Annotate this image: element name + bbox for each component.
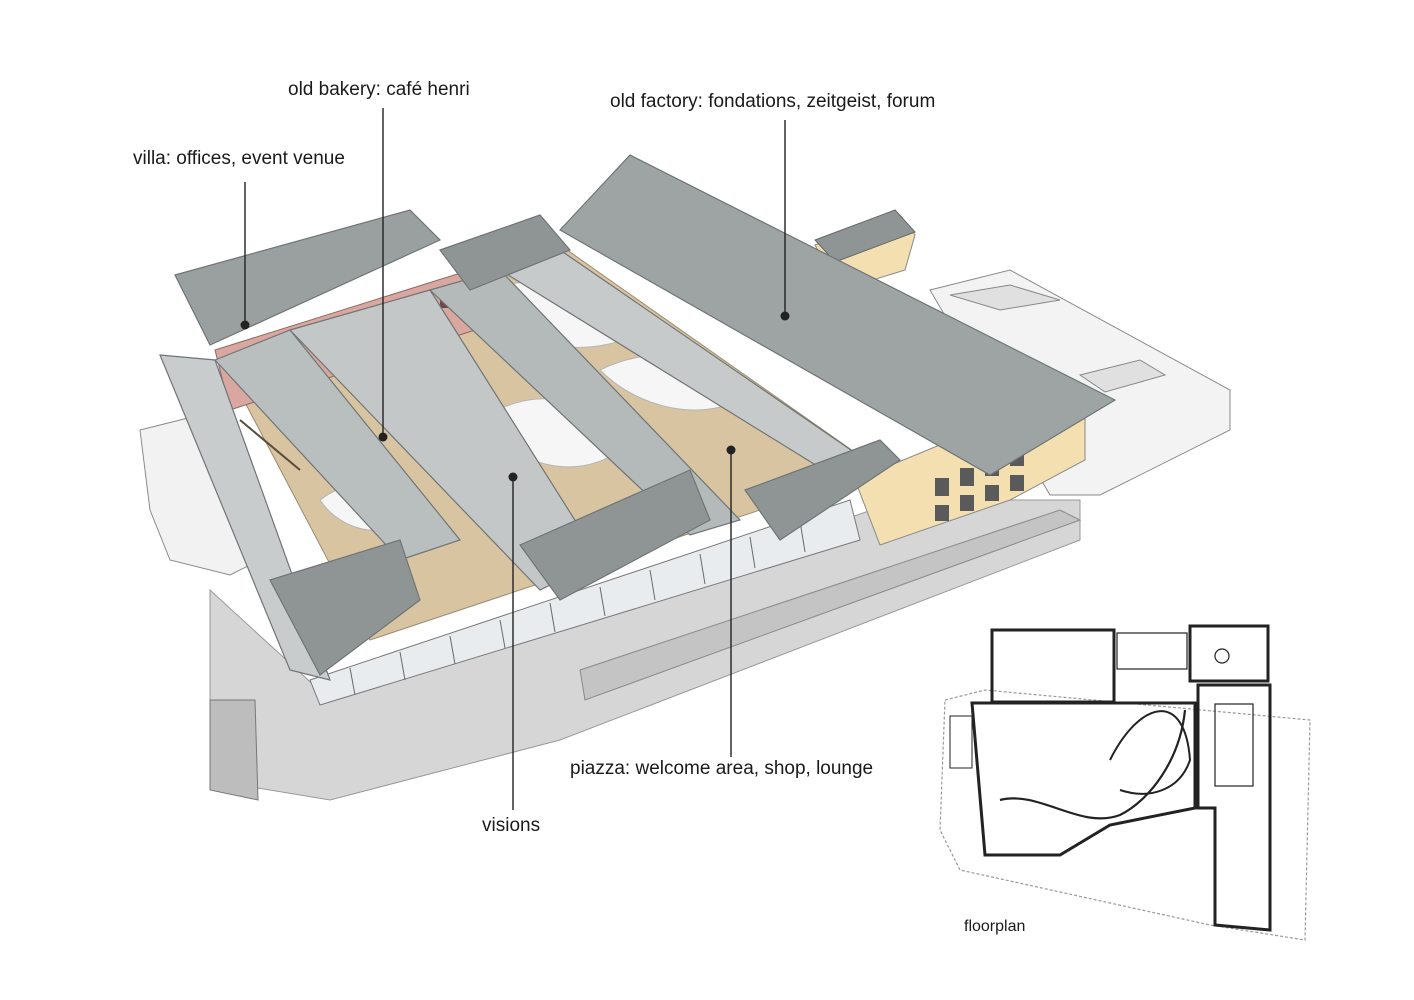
glass-facade — [309, 499, 861, 706]
factory-roof — [559, 154, 1117, 476]
floorplan-tower-block — [1188, 624, 1270, 683]
floorplan-left-stair — [949, 715, 973, 769]
roof-panel-2 — [213, 329, 462, 561]
steps — [579, 509, 1082, 701]
floorplan-round-feature — [1214, 648, 1230, 664]
label-visions: visions — [482, 815, 541, 836]
floorplan-piazza-curve-2 — [1109, 710, 1192, 795]
floorplan-bakery-block — [1116, 632, 1188, 670]
villa-roof — [174, 209, 442, 346]
floorplan-villa-block — [990, 628, 1116, 704]
floorplan-piazza-curve — [999, 709, 1187, 820]
annex-skylight — [949, 284, 1061, 311]
floorplan-drawing — [939, 624, 1311, 941]
floorplan-hall — [970, 701, 1197, 857]
floorplan-factory-block — [1196, 683, 1272, 932]
roof-panel-dark-1 — [269, 539, 421, 676]
label-villa: villa: offices, event venue — [133, 148, 345, 169]
annex-skylight-2 — [1078, 359, 1167, 393]
floorplan-site-boundary — [939, 689, 1311, 941]
left-stair — [209, 699, 259, 801]
glass-mullions — [349, 520, 806, 696]
floorplan-court — [1214, 703, 1254, 787]
roof-panel-dark-3 — [744, 439, 901, 541]
label-old-bakery: old bakery: café henri — [288, 79, 470, 100]
label-old-factory: old factory: fondations, zeitgeist, foru… — [610, 91, 936, 112]
label-floorplan: floorplan — [964, 918, 1026, 935]
piazza-folded-roof — [159, 214, 901, 681]
roof-panel-dark-2 — [519, 469, 711, 601]
leader-dots — [240, 311, 790, 482]
leader-lines — [244, 108, 786, 810]
roof-panel-dark-4 — [439, 214, 572, 291]
label-piazza: piazza: welcome area, shop, lounge — [570, 758, 874, 779]
